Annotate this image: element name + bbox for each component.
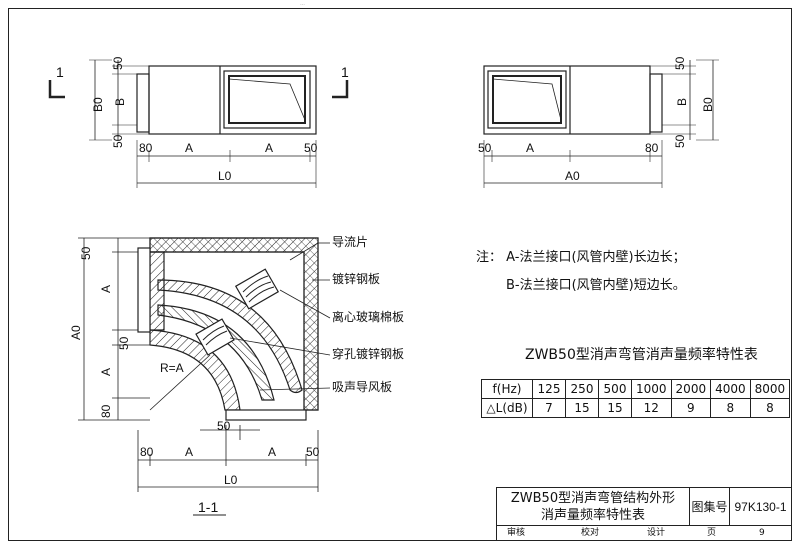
- dim-50-bottom: 50: [111, 134, 125, 148]
- dim-A-1: A: [185, 141, 193, 155]
- header-watermark: …: [300, 1, 305, 7]
- table-cell: 15: [598, 398, 632, 418]
- atlas-label: 图集号: [690, 487, 730, 526]
- table-cell: 12: [631, 398, 672, 418]
- table-cell: 8000: [749, 379, 791, 399]
- table-cell: 500: [598, 379, 632, 399]
- plan-view-right: [483, 59, 719, 188]
- s-dim-A-b1: A: [185, 445, 193, 459]
- s-dim-50-mid: 50: [117, 336, 131, 350]
- dim-A-2: A: [265, 141, 273, 155]
- review-label: 审核: [507, 528, 526, 538]
- page-label: 页: [707, 528, 717, 538]
- dim-L0: L0: [218, 169, 232, 183]
- table-cell: 15: [565, 398, 599, 418]
- page-number: 9: [759, 528, 765, 538]
- table-cell: 1000: [631, 379, 672, 399]
- frequency-table: f(Hz) 125 250 500 1000 2000 4000 8000 △L…: [481, 379, 791, 418]
- s-dim-50-bottom: 50: [217, 419, 231, 433]
- plan-view-left: [48, 59, 349, 188]
- section-view: [78, 237, 331, 516]
- callout-perforated: 穿孔镀锌钢板: [332, 346, 404, 361]
- table-cell: 4000: [710, 379, 751, 399]
- r-dim-A: A: [526, 141, 534, 155]
- drawing-title: ZWB50型消声弯管结构外形 消声量频率特性表: [496, 487, 690, 526]
- title-block: ZWB50型消声弯管结构外形 消声量频率特性表 图集号 97K130-1 审核 …: [496, 487, 792, 541]
- s-dim-A-top: A: [99, 285, 113, 293]
- note-line1: A-法兰接口(风管内壁)长边长；: [506, 250, 686, 265]
- dim-80: 80: [139, 141, 153, 155]
- table-row: △L(dB) 7 15 15 12 9 8 8: [481, 398, 791, 418]
- atlas-code: 97K130-1: [730, 487, 792, 526]
- s-dim-L0: L0: [224, 473, 238, 487]
- table-title: ZWB50型消声弯管消声量频率特性表: [525, 347, 758, 363]
- r-dim-50-bottom: 50: [673, 134, 687, 148]
- table-cell: 8: [749, 398, 791, 418]
- r-dim-80: 80: [645, 141, 659, 155]
- s-dim-50-b: 50: [306, 445, 320, 459]
- signature-row: 审核 校对 设计 页 9: [496, 526, 792, 541]
- callout-absorber: 吸声导风板: [332, 380, 392, 394]
- table-cell: 9: [670, 398, 712, 418]
- table-cell: 8: [710, 398, 751, 418]
- section-mark-left-b: 1: [341, 64, 349, 80]
- r-dim-50-top: 50: [673, 56, 687, 70]
- drawing-title-line2: 消声量频率特性表: [540, 508, 645, 523]
- r-dim-B: B: [675, 98, 689, 106]
- callout-galvanized: 镀锌钢板: [332, 272, 380, 286]
- note-line2: B-法兰接口(风管内壁)短边长。: [506, 278, 686, 293]
- s-dim-80: 80: [99, 404, 113, 418]
- r-dim-A0: A0: [565, 169, 580, 183]
- table-cell: 2000: [670, 379, 712, 399]
- callout-vane: 导流片: [332, 235, 368, 249]
- notes: 注： A-法兰接口(风管内壁)长边长； B-法兰接口(风管内壁)短边长。: [476, 244, 686, 300]
- dim-50-top: 50: [111, 56, 125, 70]
- design-label: 设计: [647, 528, 666, 538]
- r-dim-50: 50: [478, 141, 492, 155]
- s-dim-50-top: 50: [79, 246, 93, 260]
- section-mark-left-a: 1: [56, 64, 64, 80]
- table-cell: 125: [532, 379, 566, 399]
- s-dim-A-b2: A: [268, 445, 276, 459]
- dim-50: 50: [304, 141, 318, 155]
- section-caption: 1-1: [198, 499, 218, 515]
- callout-glasswool: 离心玻璃棉板: [332, 309, 404, 324]
- table-row: f(Hz) 125 250 500 1000 2000 4000 8000: [481, 379, 791, 399]
- table-cell: 7: [532, 398, 566, 418]
- dim-B0: B0: [91, 97, 105, 112]
- dim-B: B: [113, 98, 127, 106]
- row-label-f: f(Hz): [481, 379, 533, 399]
- note-prefix: 注：: [476, 250, 503, 265]
- table-cell: 250: [565, 379, 599, 399]
- sheet-frame: [8, 8, 792, 541]
- drawing-title-line1: ZWB50型消声弯管结构外形: [510, 491, 676, 506]
- r-dim-B0: B0: [701, 97, 715, 112]
- s-dim-A-bottom: A: [99, 368, 113, 376]
- row-label-dl: △L(dB): [481, 398, 533, 418]
- check-label: 校对: [581, 528, 600, 538]
- s-dim-A0: A0: [69, 325, 83, 340]
- s-dim-80-b: 80: [140, 445, 154, 459]
- radius-label: R=A: [160, 361, 184, 375]
